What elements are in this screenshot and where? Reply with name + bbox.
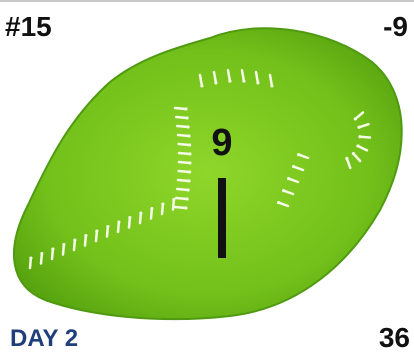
arrow-tick-head [214, 81, 217, 84]
arrow-tick [178, 180, 189, 181]
arrow-tick-head [188, 152, 191, 155]
center-number: 9 [197, 124, 247, 162]
arrow-tick-head [228, 79, 231, 82]
arrow-tick-head [150, 207, 153, 210]
arrow-tick-head [188, 161, 191, 164]
arrow-tick [177, 126, 188, 127]
arrow-tick-head [184, 107, 187, 110]
arrow-tick-head [187, 134, 190, 137]
arrow-tick-head [297, 153, 300, 156]
arrow-tick-head [358, 135, 361, 138]
arrow-tick [178, 135, 189, 136]
bottom-right-value: 36 [379, 324, 410, 352]
arrow-tick [179, 144, 190, 145]
arrow-tick [179, 162, 190, 163]
arrow-tick-head [282, 189, 285, 192]
arrow-tick-head [185, 116, 188, 119]
arrow-tick [177, 189, 188, 190]
arrow-tick-head [256, 81, 259, 84]
arrow-tick-head [292, 165, 295, 168]
arrow-tick-head [29, 256, 32, 259]
arrow-tick-head [73, 238, 76, 241]
arrow-tick-head [200, 84, 203, 87]
arrow-tick-head [106, 225, 109, 228]
arrow-tick-head [128, 216, 131, 219]
arrow-tick-head [354, 117, 357, 120]
arrow-tick-head [139, 211, 142, 214]
arrow-tick-head [161, 202, 164, 205]
arrow-tick-head [270, 84, 273, 87]
arrow-tick-head [357, 126, 360, 129]
arrow-tick-head [287, 177, 290, 180]
card-id: #15 [5, 13, 52, 41]
arrow-tick-head [187, 179, 190, 182]
arrow-tick-head [84, 234, 87, 237]
arrow-tick [179, 153, 190, 154]
arrow-tick [176, 198, 187, 199]
arrow-tick-head [40, 252, 43, 255]
indicator-bar [218, 178, 226, 258]
arrow-tick-head [188, 170, 191, 173]
arrow-tick-head [242, 79, 245, 82]
top-right-value: -9 [383, 13, 408, 41]
arrow-tick-head [277, 201, 280, 204]
arrow-tick [175, 108, 186, 109]
arrow-tick-head [188, 143, 191, 146]
arrow-tick-head [51, 247, 54, 250]
arrow-tick-head [184, 206, 187, 209]
day-label: DAY 2 [10, 325, 78, 354]
arrow-tick [179, 171, 190, 172]
arrow-tick [176, 117, 187, 118]
blob-shape [14, 28, 402, 319]
arrow-tick-head [117, 220, 120, 223]
arrow-tick-head [187, 188, 190, 191]
arrow-tick-head [187, 125, 190, 128]
arrow-tick [175, 207, 186, 208]
arrow-tick-head [95, 229, 98, 232]
arrow-tick-head [356, 144, 359, 147]
arrow-tick-head [352, 152, 355, 155]
arrow-tick-head [185, 197, 188, 200]
arrow-tick-head [345, 157, 348, 160]
arrow-tick-head [62, 243, 65, 246]
